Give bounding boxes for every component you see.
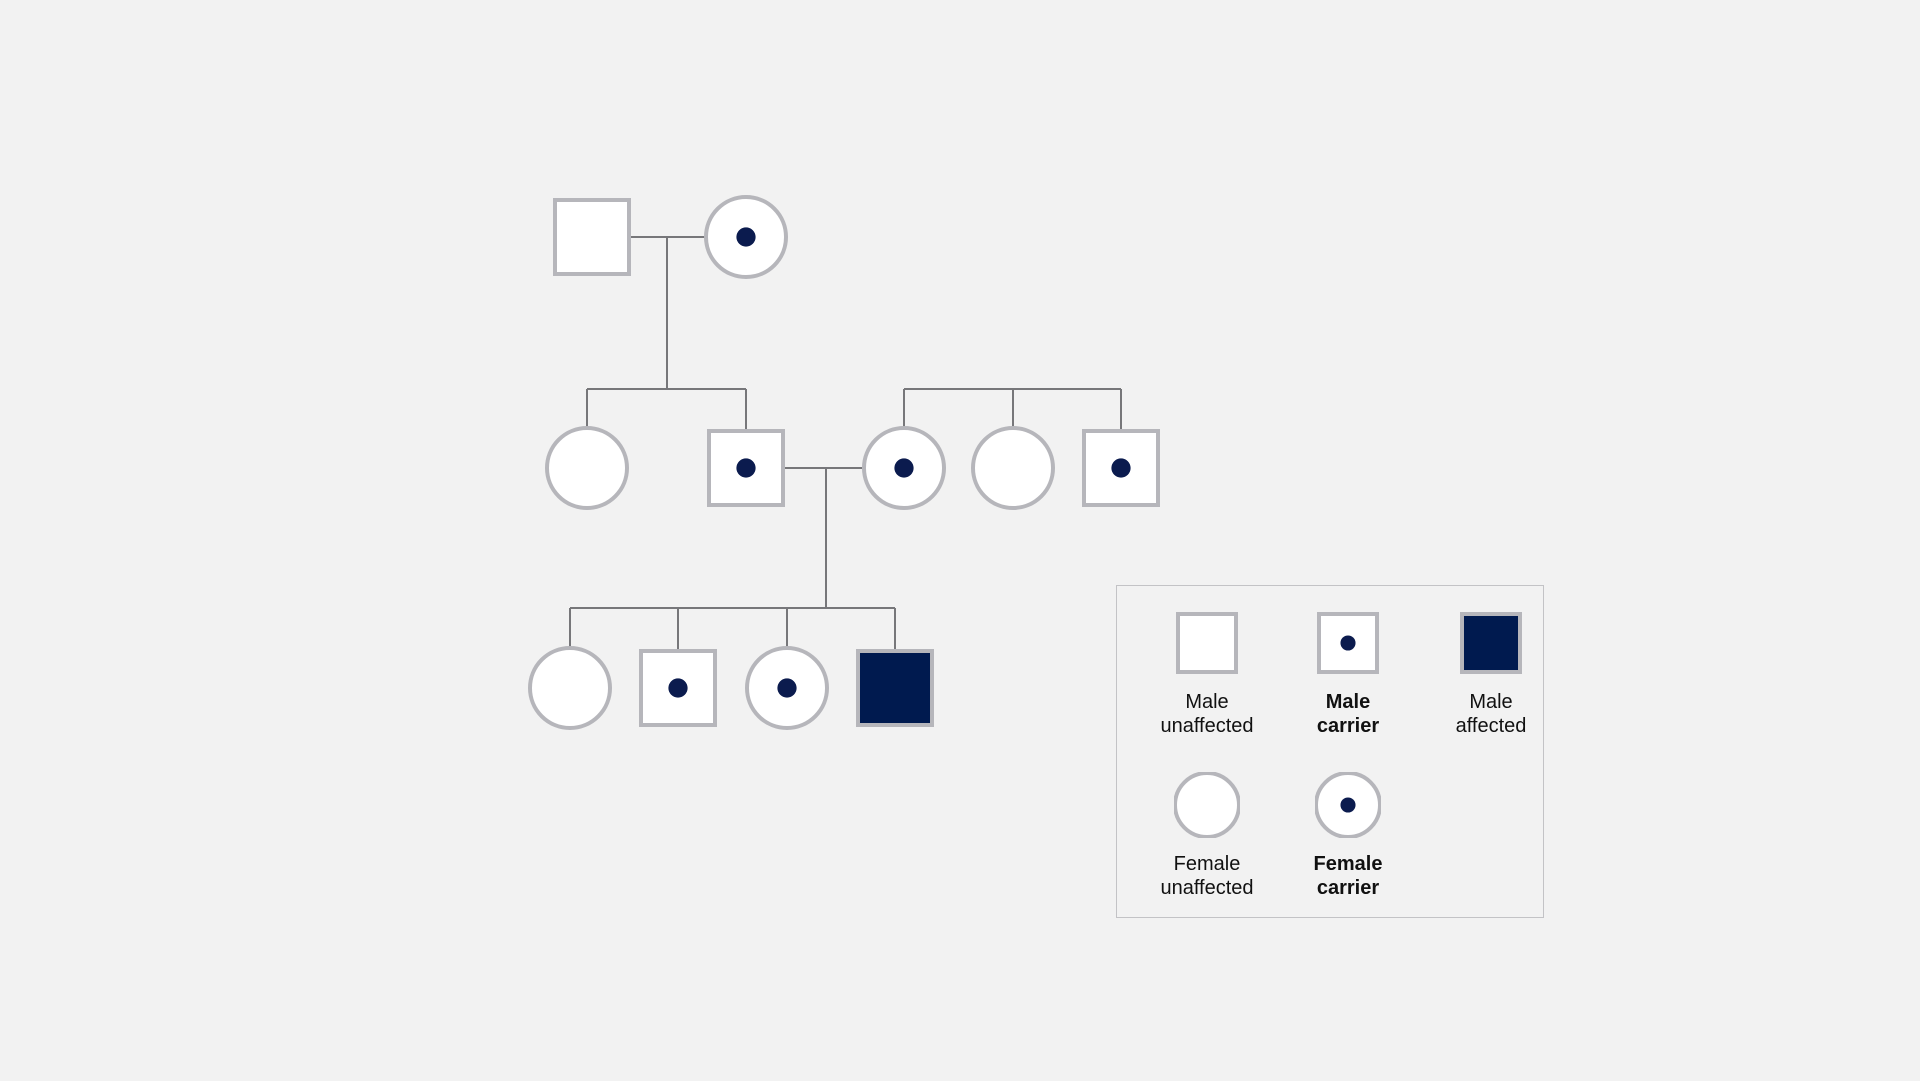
female-unaffected-icon: [1174, 772, 1240, 838]
carrier-dot-icon: [894, 458, 914, 478]
g1-father: [553, 198, 631, 276]
female-unaffected-icon: [971, 426, 1055, 510]
legend-symbol-male-unaffected: [1176, 612, 1238, 674]
carrier-dot-icon: [736, 227, 756, 247]
g2-spouse-brother: [1082, 429, 1160, 507]
legend-text-line2: affected: [1455, 715, 1527, 737]
legend-label-male-affected: Male affected: [1421, 690, 1561, 738]
carrier-dot-icon: [777, 678, 797, 698]
male-unaffected-icon: [1176, 612, 1238, 674]
male-affected-icon: [856, 649, 934, 727]
carrier-dot-icon: [668, 678, 688, 698]
male-unaffected-icon: [1176, 612, 1238, 674]
legend-text-line2: carrier: [1316, 715, 1380, 737]
g2-daughter: [545, 426, 629, 510]
carrier-dot-icon: [1340, 635, 1356, 651]
legend-text-line1: Male: [1469, 691, 1513, 713]
legend-item-female-carrier: Female carrier: [1278, 772, 1418, 900]
g2-spouse-sister: [971, 426, 1055, 510]
carrier-dot-icon: [736, 458, 756, 478]
male-carrier-icon: [1317, 612, 1379, 674]
legend-label-female-carrier: Female carrier: [1278, 852, 1418, 900]
g2-spouse: [862, 426, 946, 510]
g3-son-1: [639, 649, 717, 727]
legend-item-male-unaffected: Male unaffected: [1137, 610, 1277, 738]
legend-item-male-carrier: Male carrier: [1278, 610, 1418, 738]
pedigree-symbols: [528, 195, 1160, 730]
g3-daughter-2: [745, 646, 829, 730]
legend-text-line1: Female: [1313, 853, 1383, 875]
legend-label-male-carrier: Male carrier: [1278, 690, 1418, 738]
legend-text-line1: Male: [1185, 691, 1229, 713]
legend-symbol-female-carrier: [1315, 772, 1381, 838]
legend-text-line2: unaffected: [1160, 877, 1254, 899]
legend-text-line1: Female: [1173, 853, 1241, 875]
legend-label-female-unaffected: Female unaffected: [1137, 852, 1277, 900]
pedigree-connectors: [569, 236, 1122, 650]
female-carrier-icon: [1315, 772, 1381, 838]
carrier-dot-icon: [1111, 458, 1131, 478]
g2-son: [707, 429, 785, 507]
g3-son-2: [856, 649, 934, 727]
legend-text-line2: carrier: [1316, 877, 1380, 899]
male-unaffected-icon: [553, 198, 631, 276]
male-carrier-icon: [1082, 429, 1160, 507]
carrier-dot-icon: [1340, 797, 1356, 813]
female-unaffected-icon: [1174, 772, 1240, 838]
legend-text-line1: Male: [1325, 691, 1371, 713]
legend-symbol-male-carrier: [1317, 612, 1379, 674]
legend-item-male-affected: Male affected: [1421, 610, 1561, 738]
female-unaffected-icon: [545, 426, 629, 510]
legend-symbol-male-affected: [1460, 612, 1522, 674]
male-affected-icon: [1460, 612, 1522, 674]
legend-text-line2: unaffected: [1160, 715, 1254, 737]
male-affected-icon: [1460, 612, 1522, 674]
g3-daughter-1: [528, 646, 612, 730]
legend-symbol-female-unaffected: [1174, 772, 1240, 838]
legend-item-female-unaffected: Female unaffected: [1137, 772, 1277, 900]
g1-mother: [704, 195, 788, 279]
legend-box: Male unaffected Male carrier Male affect…: [1116, 585, 1544, 918]
female-unaffected-icon: [528, 646, 612, 730]
legend-label-male-unaffected: Male unaffected: [1137, 690, 1277, 738]
